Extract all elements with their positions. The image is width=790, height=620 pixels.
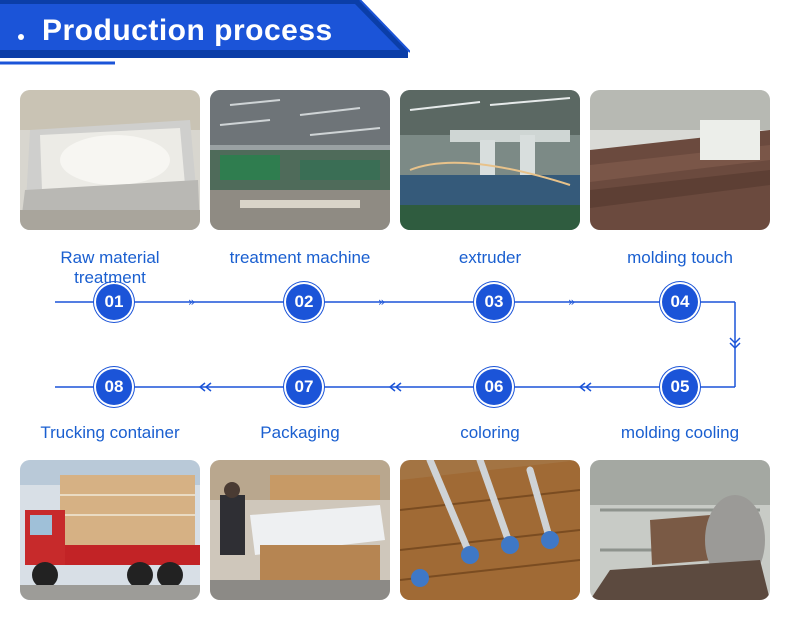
step-label-line: Raw material xyxy=(60,248,160,267)
step-label-08: Trucking container xyxy=(40,423,180,442)
photo-treatment-machine xyxy=(210,90,390,230)
flow-arrow-left-icon xyxy=(388,382,402,392)
flow-arrow-right-icon: » xyxy=(568,295,576,309)
photo-raw-material xyxy=(20,90,200,230)
photo-molding-cooling xyxy=(590,460,770,600)
flow-arrow-left-icon xyxy=(198,382,212,392)
step-label-03: extruder xyxy=(458,248,522,267)
photo-molding-touch xyxy=(590,90,770,230)
step-badge-05: 05 xyxy=(662,369,698,405)
flow-arrow-right-icon: » xyxy=(378,295,386,309)
step-badge-02: 02 xyxy=(286,284,322,320)
step-badge-07: 07 xyxy=(286,369,322,405)
photo-packaging xyxy=(210,460,390,600)
step-label-07: Packaging xyxy=(260,423,340,442)
banner-shape xyxy=(0,0,410,65)
photo-trucking-container xyxy=(20,460,200,600)
step-label-05: molding cooling xyxy=(620,423,740,442)
step-badge-01: 01 xyxy=(96,284,132,320)
flow-arrow-left-icon xyxy=(578,382,592,392)
step-label-01: Raw material treatment xyxy=(15,248,205,288)
flow-arrow-down-icon xyxy=(729,337,741,350)
bullet-dot-icon xyxy=(18,34,24,40)
step-label-line: treatment xyxy=(74,268,146,287)
photo-coloring xyxy=(400,460,580,600)
step-badge-06: 06 xyxy=(476,369,512,405)
step-badge-04: 04 xyxy=(662,284,698,320)
step-badge-08: 08 xyxy=(96,369,132,405)
photo-extruder xyxy=(400,90,580,230)
step-label-02: treatment machine xyxy=(229,248,371,267)
flow-arrow-right-icon: » xyxy=(188,295,196,309)
step-label-04: molding touch xyxy=(627,248,733,267)
page-title: Production process xyxy=(42,14,333,47)
step-badge-03: 03 xyxy=(476,284,512,320)
step-label-06: coloring xyxy=(460,423,520,442)
